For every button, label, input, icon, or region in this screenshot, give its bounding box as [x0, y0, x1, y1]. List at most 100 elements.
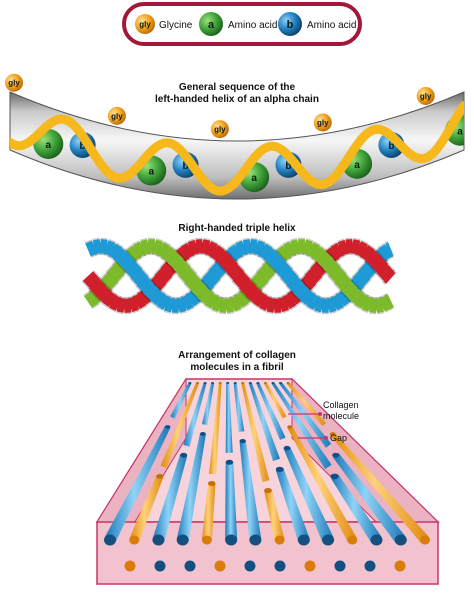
amino-a-symbol: a [251, 173, 257, 184]
rod-front-end [244, 560, 256, 572]
helix-strand-green [156, 242, 171, 259]
helix-strand-red [266, 297, 277, 313]
helix-strand-blue [149, 289, 166, 306]
alpha-chain-ribbon [10, 101, 464, 196]
amino-b-symbol: b [285, 161, 291, 172]
rod-front-end [322, 534, 335, 546]
glycine-symbol: gly [214, 125, 226, 134]
rod-end-cap [283, 445, 291, 451]
helix-strand-red [232, 271, 250, 289]
helix-strand-blue [185, 289, 201, 307]
helix-strand-red [205, 241, 218, 258]
helix-strand-red [226, 263, 244, 281]
helix-strand-green [234, 291, 249, 308]
helix-strand-green [219, 298, 228, 313]
callout-gap-label: Gap [330, 433, 347, 443]
helix-strand-green [84, 291, 99, 308]
helix-strand-red [220, 256, 238, 274]
helix-strand-green [317, 252, 334, 269]
helix-strand-blue [249, 239, 258, 254]
helix-strand-green [302, 239, 313, 256]
helix-strand-green [361, 296, 374, 312]
alpha-chain-title-line2: left-handed helix of an alpha chain [155, 94, 319, 105]
collagen-rod-blue [152, 454, 188, 542]
helix-strand-red [304, 267, 322, 285]
collagen-rod-blue [170, 382, 192, 419]
helix-strand-blue [326, 297, 337, 313]
fibril-title-line2: molecules in a fibril [190, 362, 284, 373]
helix-strand-blue [293, 283, 310, 300]
helix-strand-blue [164, 296, 175, 313]
rod-front-end [129, 535, 140, 545]
helix-strand-blue [378, 244, 393, 261]
callout-molecule-dot [318, 412, 322, 416]
helix-strand-green [191, 280, 208, 298]
rod-front-end [154, 560, 166, 572]
helix-strand-red [88, 278, 106, 296]
amino-a-symbol: a [46, 140, 52, 151]
helix-strand-green [290, 239, 301, 255]
rod-end-cap [275, 466, 284, 472]
rod-front-end [297, 534, 310, 546]
helix-strand-red [116, 297, 127, 313]
collagen-rod-orange [209, 382, 222, 475]
legend-amino-b-label: Amino acid [307, 20, 356, 31]
helix-strand-green [328, 266, 346, 284]
helix-strand-green [197, 287, 214, 304]
callout-molecule-line1: Collagen [323, 400, 359, 410]
collagen-rod-blue [331, 474, 382, 544]
helix-strand-blue [99, 239, 108, 254]
collagen-rod-blue [271, 382, 332, 470]
collagen-rod-blue [239, 440, 262, 541]
helix-strand-blue [202, 270, 220, 287]
rod-end-cap [233, 382, 237, 384]
fibril-front-face [96, 521, 439, 585]
helix-strand-red [376, 263, 394, 281]
helix-strand-red [330, 242, 345, 259]
rod-end-cap [278, 382, 282, 384]
helix-strand-green [211, 296, 224, 312]
helix-strand-blue [306, 293, 321, 310]
helix-strand-blue [280, 268, 298, 286]
helix-strand-blue [352, 270, 370, 287]
helix-strand-red [245, 285, 262, 302]
collagen-rod-orange [286, 382, 327, 427]
helix-strand-green [140, 239, 151, 255]
glycine-symbol: gly [317, 118, 329, 127]
helix-strand-blue [180, 294, 194, 311]
amino-a-symbol: a [148, 166, 154, 177]
rod-front-end [225, 534, 238, 546]
helix-strand-red [350, 239, 361, 255]
helix-strand-green [125, 245, 141, 263]
rod-end-cap [286, 382, 290, 384]
rod-end-cap [287, 425, 293, 429]
helix-strand-red [109, 294, 122, 311]
glycine-symbol: gly [8, 79, 20, 88]
rod-front-end [274, 560, 286, 572]
rod-end-cap [264, 487, 272, 494]
helix-strand-blue [286, 276, 304, 294]
rod-front-end [214, 560, 226, 572]
helix-strand-red [180, 242, 195, 259]
helix-strand-green [275, 245, 291, 263]
helix-strand-red [132, 293, 147, 310]
fibril-rods [104, 382, 430, 572]
rod-front-end [420, 535, 430, 545]
amino-b-symbol: b [80, 141, 86, 152]
rod-end-cap [164, 425, 171, 429]
rod-end-cap [330, 473, 339, 480]
helix-strand-red [95, 285, 112, 302]
helix-strand-blue [108, 243, 123, 260]
helix-strand-red [370, 256, 388, 274]
helix-strand-green [167, 252, 184, 269]
helix-strand-red [154, 267, 172, 285]
glycine-symbol: gly [111, 112, 123, 121]
helix-strand-red [82, 271, 100, 289]
helix-strand-red [251, 290, 267, 308]
collagen-rod-orange [160, 382, 199, 469]
collagen-rod-blue [283, 446, 334, 543]
helix-strand-green [347, 287, 364, 304]
rod-end-cap [225, 459, 234, 465]
rod-front-end [152, 534, 165, 546]
